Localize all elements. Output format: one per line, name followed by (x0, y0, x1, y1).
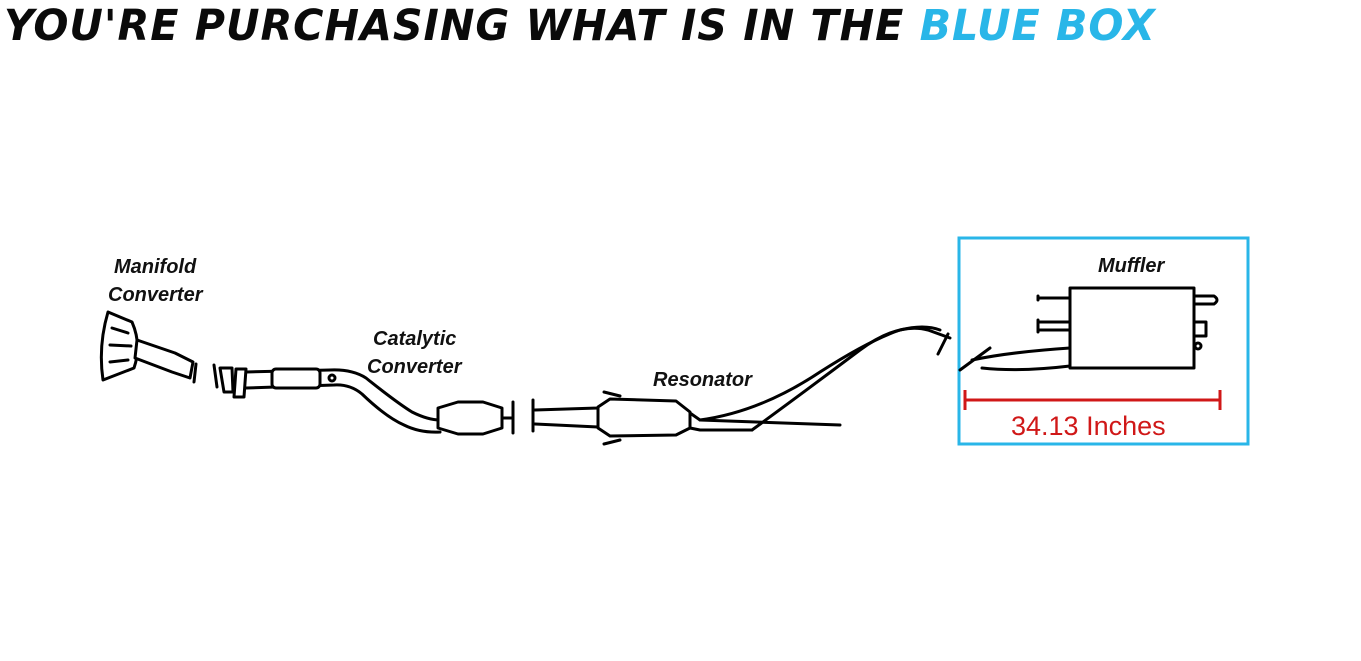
resonator-label: Resonator (653, 369, 753, 391)
front-pipe (212, 363, 442, 434)
catalytic-label-line1: Catalytic (373, 328, 456, 350)
manifold-label-line2: Converter (108, 284, 204, 306)
catalytic-label-line2: Converter (367, 356, 463, 378)
catalytic-converter (436, 400, 515, 436)
headline-prefix: YOU'RE PURCHASING WHAT IS IN THE (4, 1, 920, 51)
headline-highlight: BLUE BOX (919, 1, 1156, 51)
muffler (958, 286, 1219, 372)
page-headline: YOU'RE PURCHASING WHAT IS IN THE BLUE BO… (4, 0, 1307, 54)
resonator-pipe (531, 325, 952, 446)
highlight-box (957, 236, 1250, 446)
muffler-label: Muffler (1098, 255, 1166, 277)
manifold-converter (99, 310, 198, 384)
manifold-label-line1: Manifold (114, 256, 197, 278)
length-measurement-label: 34.13 Inches (1011, 411, 1166, 441)
length-dimension (963, 390, 1222, 410)
